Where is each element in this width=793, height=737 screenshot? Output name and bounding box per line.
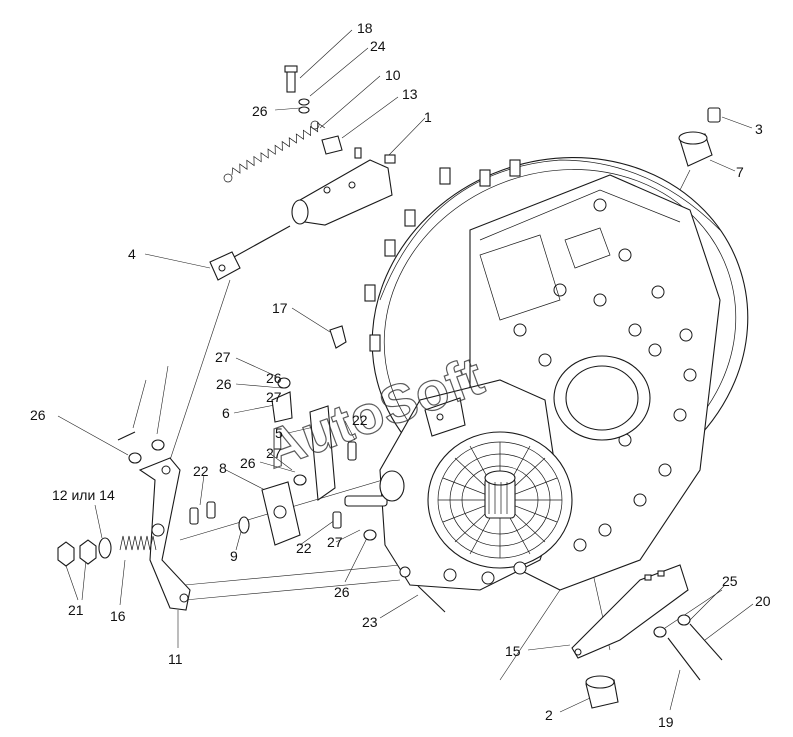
callout-label: 2 xyxy=(545,707,553,723)
release-cylinder xyxy=(291,135,396,226)
nipple-17 xyxy=(329,325,347,349)
callout-label: 27 xyxy=(266,389,282,405)
callout-label: 25 xyxy=(722,573,738,589)
cap-7 xyxy=(678,131,713,167)
callout-label: 27 xyxy=(266,445,282,461)
bracket-15 xyxy=(571,564,689,659)
washer-26-left xyxy=(128,452,142,464)
callout-label: 1 xyxy=(424,109,432,125)
plate-8 xyxy=(261,481,301,546)
cap-2 xyxy=(585,675,619,709)
callout-label: 24 xyxy=(370,38,386,54)
callout-label: 26 xyxy=(252,103,268,119)
callout-labels: 18 24 10 13 26 1 3 7 4 17 27 26 27 26 26… xyxy=(30,20,771,730)
callout-label: 26 xyxy=(216,376,232,392)
nuts-21 xyxy=(57,539,97,567)
callout-label: 11 xyxy=(168,651,183,667)
callout-label: 17 xyxy=(272,300,288,316)
bell-housing xyxy=(344,379,573,591)
washer-24 xyxy=(298,98,310,106)
fitting-3 xyxy=(707,107,721,123)
callout-label: 13 xyxy=(402,86,418,102)
callout-label: 23 xyxy=(362,614,378,630)
bracket-5 xyxy=(309,405,336,501)
bracket-6 xyxy=(271,391,293,423)
plate-holes xyxy=(513,198,697,552)
lever-11 xyxy=(138,457,191,611)
callout-label: 19 xyxy=(658,714,674,730)
washer-26-mid xyxy=(293,474,307,486)
washer-26 xyxy=(298,106,310,114)
callout-label: 26 xyxy=(240,455,256,471)
washer-26-low xyxy=(363,529,377,541)
pins-22 xyxy=(189,441,357,529)
callout-label: 27 xyxy=(327,534,343,550)
leader-lines xyxy=(57,29,754,713)
callout-label: 12 или 14 xyxy=(52,487,115,503)
cotter-27 xyxy=(117,431,136,441)
callout-label: 15 xyxy=(505,643,521,659)
callout-label: 3 xyxy=(755,121,763,137)
washer-12 xyxy=(98,537,112,559)
callout-label: 9 xyxy=(230,548,238,564)
callout-label: 18 xyxy=(357,20,373,36)
callout-label: 8 xyxy=(219,460,227,476)
callout-label: 22 xyxy=(352,412,368,428)
flange-bolts xyxy=(364,159,521,352)
callout-label: 7 xyxy=(736,164,744,180)
washer-26-left2 xyxy=(151,439,165,451)
ring-9 xyxy=(238,516,250,534)
callout-label: 4 xyxy=(128,246,136,262)
callout-label: 22 xyxy=(193,463,209,479)
callout-label: 16 xyxy=(110,608,126,624)
callout-label: 26 xyxy=(334,584,350,600)
fork-rod xyxy=(209,225,291,281)
bolts-19-20 xyxy=(653,614,723,681)
callout-label: 26 xyxy=(30,407,46,423)
callout-label: 21 xyxy=(68,602,84,618)
callout-label: 22 xyxy=(296,540,312,556)
callout-label: 5 xyxy=(275,425,283,441)
callout-label: 26 xyxy=(266,370,282,386)
callout-label: 27 xyxy=(215,349,231,365)
callout-label: 6 xyxy=(222,405,230,421)
spring-16 xyxy=(119,535,157,551)
pin-23 xyxy=(417,585,446,613)
callout-label: 10 xyxy=(385,67,401,83)
callout-label: 20 xyxy=(755,593,771,609)
washer-26-upper xyxy=(277,377,291,389)
bolt-18 xyxy=(284,65,298,93)
return-spring xyxy=(223,120,325,183)
